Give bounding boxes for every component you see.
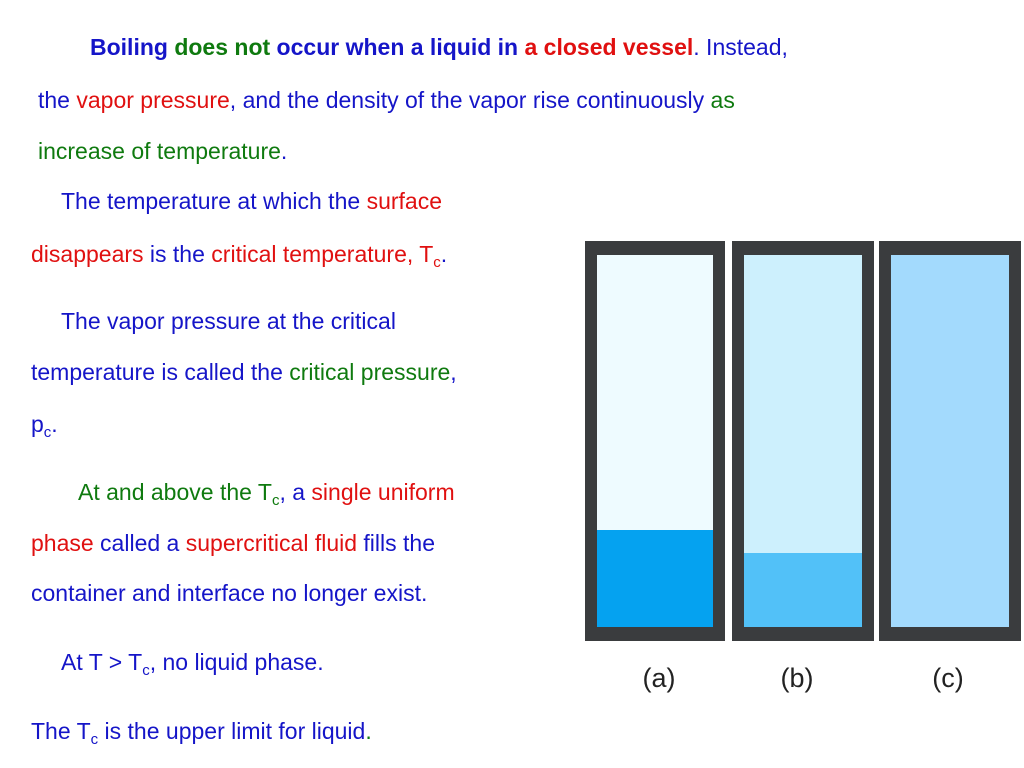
text-at-t-gt-t: At T > T [61,649,143,675]
text-vapor-pressure: vapor pressure [76,87,230,113]
para1-line2: the vapor pressure, and the density of t… [38,86,735,114]
text-phase: phase [31,530,94,556]
para2-line2: disappears is the critical temperature, … [31,240,448,271]
text-subscript-c: c [271,492,280,509]
text-the-t: The T [31,718,91,744]
caption-c: (c) [932,663,964,693]
vessel-a [585,241,725,641]
text-critical-temperature: critical temperature, T [211,241,434,267]
text-no-liquid-phase: , no liquid phase. [149,649,324,675]
para3-line1: The vapor pressure at the critical [61,307,396,335]
text-vapor-pressure-critical: The vapor pressure at the critical [61,308,396,334]
vessel-c [879,241,1021,641]
text-single-uniform: single uniform [311,479,455,505]
para4-line1: At and above the Tc, a single uniform [78,478,455,509]
text-instead: . Instead, [693,34,788,60]
text-period: . [440,241,448,267]
vessel-a-liquid [597,530,713,627]
text-period: . [365,718,372,744]
text-comma-a: , a [279,479,312,505]
para1-line3: increase of temperature. [38,137,287,165]
para6-line: The Tc is the upper limit for liquid. [31,717,372,748]
text-period: . [51,411,58,437]
vessel-a-vapor [597,255,713,627]
vessel-b-vapor [744,255,862,627]
para2-line1: The temperature at which the surface [61,187,442,215]
text-the: the [38,87,77,113]
para3-line2: temperature is called the critical press… [31,358,457,386]
text-disappears: disappears [31,241,144,267]
text-surface: surface [366,188,442,214]
para4-line2: phase called a supercritical fluid fills… [31,529,435,557]
text-temperature-called: temperature is called the [31,359,290,385]
text-upper-limit: is the upper limit for liquid [98,718,366,744]
text-subscript-c: c [433,254,441,271]
text-is-the: is the [143,241,212,267]
text-occur: occur when a liquid in [270,34,525,60]
para5-line: At T > Tc, no liquid phase. [61,648,324,679]
text-temperature-at-which: The temperature at which the [61,188,367,214]
caption-b: (b) [780,663,814,693]
text-supercritical-fluid: supercritical fluid [185,530,358,556]
vessel-b-liquid [744,552,862,627]
text-as: as [710,87,735,113]
text-critical-pressure: critical pressure [289,359,451,385]
text-comma: , [450,359,457,385]
text-increase-temperature: increase of temperature [38,138,281,164]
caption-a: (a) [642,663,676,693]
text-called-a: called a [93,530,186,556]
vessel-c-supercritical [891,255,1009,627]
para4-line3: container and interface no longer exist. [31,579,427,607]
text-does-not: does not [167,34,271,60]
text-density: , and the density of the vapor rise cont… [229,87,711,113]
text-subscript-c: c [90,731,99,748]
text-period: . [280,138,288,164]
text-fills-the: fills the [357,530,436,556]
text-at-and-above: At and above the T [78,479,272,505]
text-subscript-c: c [43,424,52,441]
para1-line1: Boiling does not occur when a liquid in … [90,33,788,61]
text-boiling: Boiling [90,34,168,60]
text-subscript-c: c [142,662,150,679]
para3-line3: pc. [31,410,58,441]
text-container-interface: container and interface no longer exist. [31,580,428,606]
vessel-b [732,241,874,641]
text-p: p [31,411,44,437]
vessel-c-fluid [891,255,1009,627]
text-closed-vessel: a closed vessel [524,34,694,60]
